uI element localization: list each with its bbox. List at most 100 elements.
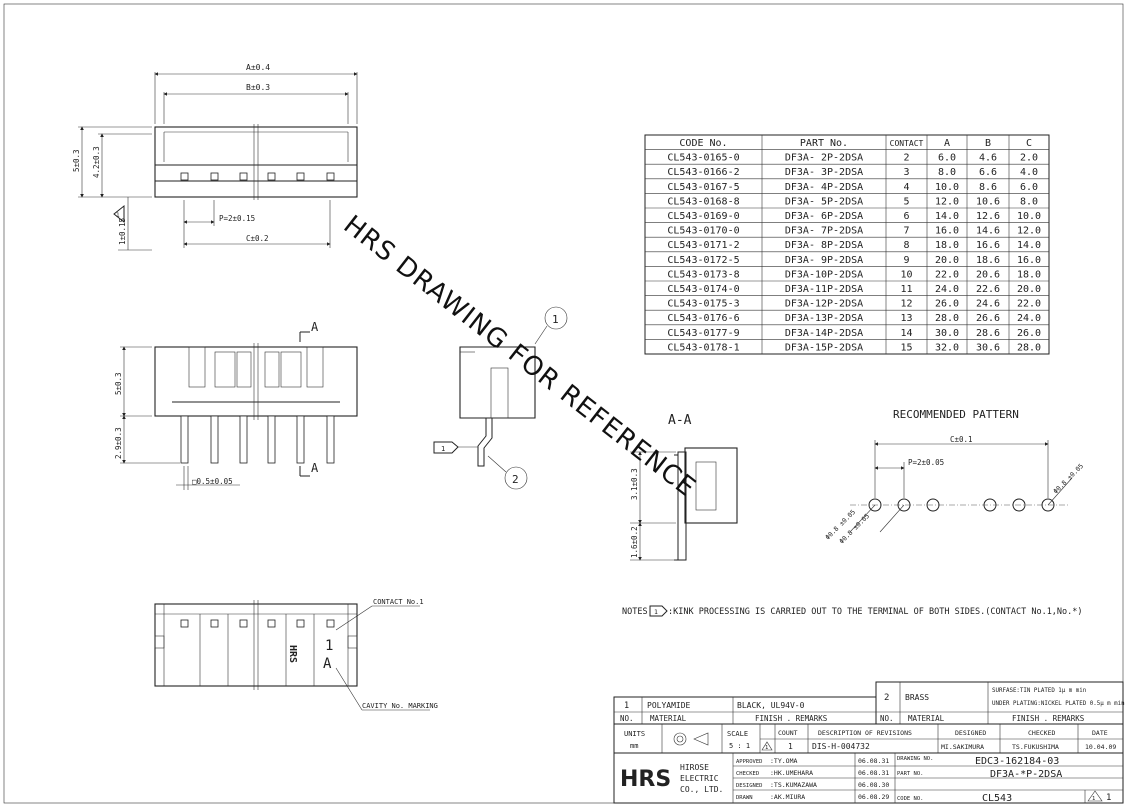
- table-cell: 9: [903, 255, 909, 266]
- dim-aa-lower-label: 1.6±0.2: [630, 526, 639, 558]
- sheet-border: [3, 3, 1124, 804]
- table-cell: 28.6: [976, 328, 1000, 339]
- table-cell: 26.0: [935, 299, 959, 310]
- front-view: A A 5±0.3 2.9±0.3 □0.5±0.05: [114, 320, 358, 490]
- table-cell: 30.0: [935, 328, 959, 339]
- hdr-no-1: NO.: [620, 714, 634, 723]
- table-cell: 16.6: [976, 240, 1000, 251]
- pattern-dim-pitch-label: P=2±0.05: [908, 458, 944, 467]
- table-cell: 12.6: [976, 211, 1000, 222]
- table-cell: 26.6: [976, 313, 1000, 324]
- dim-pitch-label: P=2±0.15: [219, 214, 255, 223]
- scale-label: SCALE: [727, 730, 748, 738]
- table-cell: CL543-0178-1: [667, 342, 739, 353]
- table-cell: 10.6: [976, 196, 1000, 207]
- table-cell: 13: [900, 313, 912, 324]
- checked-label: CHECKED: [1028, 729, 1055, 737]
- table-cell: 2: [903, 153, 909, 164]
- table-cell: CL543-0165-0: [667, 153, 739, 164]
- table-cell: 22.6: [976, 284, 1000, 295]
- section-aa-title: A-A: [668, 413, 692, 428]
- dim-c-label: C±0.2: [246, 234, 269, 243]
- bottom-letter-mark: A: [323, 656, 332, 672]
- table-cell: 20.0: [935, 255, 959, 266]
- table-cell: CL543-0173-8: [667, 269, 739, 280]
- dim-height-inner-label: 4.2±0.3: [92, 146, 101, 178]
- mat2-finish-2: UNDER PLATING:NICKEL PLATED 0.5μ m min: [992, 701, 1125, 707]
- table-cell: 4.0: [1020, 167, 1038, 178]
- code-no: CL543: [982, 793, 1012, 804]
- dim-pin-length-label: 2.9±0.3: [114, 427, 123, 459]
- table-cell: DF3A- 5P-2DSA: [785, 196, 863, 207]
- sheet-marker: 1: [1092, 796, 1095, 802]
- notes-marker: 1: [654, 608, 658, 616]
- table-cell: 18.0: [1017, 269, 1041, 280]
- count-label: COUNT: [778, 729, 798, 737]
- table-cell: 10: [900, 269, 912, 280]
- table-cell: CL543-0177-9: [667, 328, 739, 339]
- dim-front-height-label: 5±0.3: [114, 372, 123, 395]
- table-cell: 15: [900, 342, 912, 353]
- hdr-finish-1: FINISH . REMARKS: [755, 714, 828, 723]
- table-cell: DF3A- 6P-2DSA: [785, 211, 863, 222]
- section-a-bottom: A: [311, 461, 319, 475]
- drawing-no-label: DRAWING NO.: [897, 756, 933, 762]
- mat1-no: 1: [624, 701, 629, 711]
- mat2-finish-1: SURFASE:TIN PLATED 1μ m min: [992, 688, 1086, 694]
- dim-aa-upper-label: 3.1±0.3: [630, 468, 639, 500]
- table-cell: 24.0: [1017, 313, 1041, 324]
- pattern-hole-dim-right: Φ0.8 ±0.05: [1052, 462, 1085, 495]
- units-value: mm: [630, 742, 638, 750]
- table-cell: CL543-0169-0: [667, 211, 739, 222]
- table-cell: 14.0: [1017, 240, 1041, 251]
- table-cell: 14.0: [935, 211, 959, 222]
- recommended-pattern: RECOMMENDED PATTERN C±0.1 P=2±0.05 Φ0.8 …: [824, 408, 1085, 545]
- table-cell: CL543-0168-8: [667, 196, 739, 207]
- table-header-cell: B: [985, 138, 991, 149]
- approval-role: DESIGNED: [736, 783, 763, 789]
- company-line-1: HIROSE: [680, 763, 709, 772]
- table-cell: 14.6: [976, 226, 1000, 237]
- table-cell: 24.0: [935, 284, 959, 295]
- rev-marker: 1: [765, 745, 768, 751]
- table-header-cell: CODE No.: [679, 138, 727, 149]
- table-cell: CL543-0171-2: [667, 240, 739, 251]
- top-view: A±0.4 B±0.3 5±0.3 4.2±0.3 1±0.15 1 P=2±0…: [72, 63, 358, 251]
- notes: NOTES 1 :KINK PROCESSING IS CARRIED OUT …: [622, 605, 1083, 617]
- table-cell: 22.0: [935, 269, 959, 280]
- section-a-top: A: [311, 320, 319, 334]
- side-view: 1 2 1: [433, 306, 568, 490]
- table-cell: 16.0: [935, 226, 959, 237]
- table-cell: 8.0: [1020, 196, 1038, 207]
- table-cell: 28.0: [1017, 342, 1041, 353]
- table-cell: 12: [900, 299, 912, 310]
- table-cell: 22.0: [1017, 299, 1041, 310]
- approval-name: :TS.KUMAZAWA: [770, 781, 817, 789]
- table-cell: 6: [903, 211, 909, 222]
- bottom-number-mark: 1: [325, 638, 333, 654]
- table-cell: 11: [900, 284, 912, 295]
- table-cell: 14: [900, 328, 912, 339]
- table-cell: DF3A-13P-2DSA: [785, 313, 863, 324]
- approval-role: CHECKED: [736, 771, 759, 777]
- table-cell: DF3A- 4P-2DSA: [785, 182, 863, 193]
- part-no-label: PART NO.: [897, 771, 924, 777]
- balloon-2: 2: [512, 473, 519, 486]
- table-cell: 12.0: [1017, 226, 1041, 237]
- table-cell: 3: [903, 167, 909, 178]
- company-line-3: CO., LTD.: [680, 785, 723, 794]
- cavity-marking-label: CAVITY No. MARKING: [362, 702, 438, 710]
- table-cell: 4: [903, 182, 909, 193]
- table-cell: 18.0: [935, 240, 959, 251]
- dim-height-total-label: 5±0.3: [72, 149, 81, 172]
- hdr-material-1: MATERIAL: [650, 714, 687, 723]
- table-cell: CL543-0175-3: [667, 299, 739, 310]
- hdr-no-2: NO.: [880, 714, 894, 723]
- approval-name: :TY.OMA: [770, 757, 797, 765]
- side-kink-marker: 1: [441, 445, 445, 453]
- bottom-view: HRS 1 A CONTACT No.1 CAVITY No. MARKING: [154, 598, 438, 711]
- table-cell: 16.0: [1017, 255, 1041, 266]
- approval-name: :AK.MIURA: [770, 793, 805, 801]
